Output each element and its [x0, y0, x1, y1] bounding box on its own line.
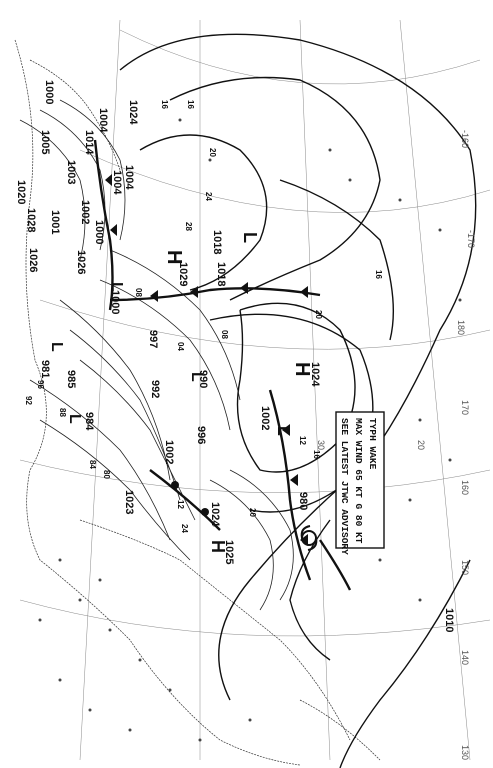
low-pressure-value: 992	[149, 380, 161, 398]
lat-label: 20	[416, 440, 426, 450]
low-pressure-value: 984	[83, 412, 95, 431]
isobars	[19, 33, 477, 768]
longitude-line	[79, 19, 121, 761]
advisory-box	[335, 411, 385, 549]
low-pressure-value: 1000	[109, 290, 121, 314]
cold-front	[319, 539, 352, 591]
isobar-label: 1024	[127, 100, 139, 125]
latitude-line	[19, 599, 491, 637]
advisory-line-3: SEE LATEST JTWC ADVISORY	[339, 418, 350, 555]
isobar-label: 1000	[43, 80, 55, 104]
isotach-label: 20	[248, 508, 257, 517]
low-pressure-value: 985	[65, 370, 77, 388]
isotach-label: 20	[208, 148, 217, 157]
isotach-label: 16	[374, 270, 383, 279]
lon-label: 150	[460, 560, 470, 575]
low-center: L	[188, 372, 205, 382]
isotach-label: 08	[134, 288, 143, 297]
station-observations	[38, 118, 462, 742]
typhoon-symbol	[300, 525, 318, 551]
isotach-label: 16	[312, 450, 321, 459]
lon-label: 170	[460, 400, 470, 415]
isotach-label: 92	[24, 396, 33, 405]
isotach-label: 96	[36, 380, 45, 389]
isotach-label: 28	[184, 222, 193, 231]
low-pressure-value: 1004	[123, 165, 135, 190]
isobar-label: 1002	[79, 200, 91, 224]
low-pressure-value: 996	[195, 426, 207, 444]
isobar-label: 1026	[27, 248, 39, 272]
isotach-label: 12	[176, 500, 185, 509]
isotach-label: 20	[314, 310, 323, 319]
high-pressure-value: 1029	[177, 262, 189, 286]
isobar-label: 1023	[123, 490, 135, 514]
occluded-front	[93, 139, 114, 311]
low-center: L	[274, 426, 291, 436]
low-pressure-value: 1002	[163, 440, 175, 464]
isotach-label: 16	[186, 100, 195, 109]
isotach-label: 04	[176, 342, 185, 351]
high-pressure-value: 1025	[223, 540, 235, 564]
lat-label: 30	[316, 440, 326, 450]
front-symbols	[105, 174, 308, 546]
high-center: H	[208, 540, 228, 553]
isotach-label: 80	[102, 470, 111, 479]
fronts	[93, 139, 352, 591]
isotach-label: 88	[58, 408, 67, 417]
lon-label: 140	[460, 650, 470, 665]
lon-label: 130	[460, 745, 470, 760]
cold-front	[109, 287, 321, 302]
low-pressure-value: 1002	[259, 406, 271, 430]
isotach-label: 16	[160, 100, 169, 109]
low-center: L	[108, 282, 125, 292]
isobar-label: 1028	[25, 208, 37, 232]
isobar-label: 1004	[111, 170, 123, 195]
latitude-line	[39, 299, 491, 350]
low-center: L	[48, 342, 65, 352]
latitude-line	[79, 149, 491, 213]
isobar-label: 1020	[15, 180, 27, 204]
isotach-label: 08	[220, 330, 229, 339]
longitude-line	[299, 19, 331, 761]
low-pressure-value: 1005	[39, 130, 51, 154]
high-pressure-value: 1024	[209, 502, 221, 527]
low-center: L	[240, 232, 260, 243]
graticule	[19, 19, 491, 761]
lon-label: 180	[456, 320, 466, 335]
isobar-label: 1010	[443, 608, 455, 632]
lon-label: -160	[460, 130, 470, 148]
isobar-label: 1026	[75, 250, 87, 274]
high-center: H	[163, 250, 185, 264]
advisory-line-2: MAX WIND 65 KT G 80 KT	[353, 418, 364, 544]
typhoon-pressure-value: 980	[297, 492, 309, 510]
isotach-label: 84	[88, 460, 97, 469]
low-center: L	[66, 414, 83, 424]
lon-label: 160	[460, 480, 470, 495]
isobar-label: 1014	[83, 130, 95, 155]
isobar-label: 1018	[215, 262, 227, 286]
isotach-label: 12	[298, 436, 307, 445]
latitude-line	[19, 459, 491, 493]
isobar-label: 1004	[97, 108, 109, 133]
warm-front	[149, 469, 221, 531]
isobar-label: 1001	[49, 210, 61, 234]
longitude-line	[399, 19, 471, 761]
isobar-label: 1000	[93, 220, 105, 244]
low-pressure-value: 981	[39, 360, 51, 378]
cold-front	[268, 389, 312, 581]
high-center: H	[291, 362, 313, 376]
isotach-label: 24	[180, 524, 189, 533]
lon-label: -170	[466, 230, 476, 248]
latitude-line	[119, 29, 481, 85]
low-pressure-value: 990	[197, 370, 209, 388]
high-pressure-value: 1024	[309, 362, 321, 387]
isotach-label: 24	[204, 192, 213, 201]
low-pressure-value: 1003	[65, 160, 77, 184]
typhoon-advisory: TYPH WAKE MAX WIND 65 KT G 80 KT SEE LAT…	[335, 411, 385, 555]
advisory-line-1: TYPH WAKE	[367, 418, 378, 470]
low-pressure-value: 997	[147, 330, 159, 348]
low-pressure-value: 1018	[211, 230, 223, 254]
